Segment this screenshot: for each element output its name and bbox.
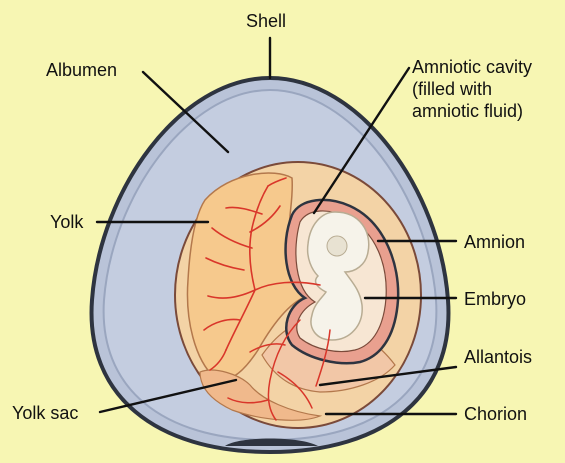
amnion-label: Amnion — [464, 231, 525, 253]
embryo-eye — [327, 236, 347, 256]
chorion-label: Chorion — [464, 403, 527, 425]
amniotic-cavity-label: Amniotic cavity (filled with amniotic fl… — [412, 56, 565, 122]
yolk-label: Yolk — [50, 211, 83, 233]
embryo-label: Embryo — [464, 288, 526, 310]
amniotic-cavity-line-3: amniotic fluid) — [412, 100, 565, 122]
yolk-sac-label: Yolk sac — [12, 402, 78, 424]
amniotic-cavity-line-2: (filled with — [412, 78, 565, 100]
allantois-label: Allantois — [464, 346, 532, 368]
amniotic-cavity-line-1: Amniotic cavity — [412, 56, 565, 78]
albumen-label: Albumen — [46, 59, 117, 81]
shell-label: Shell — [246, 10, 286, 32]
